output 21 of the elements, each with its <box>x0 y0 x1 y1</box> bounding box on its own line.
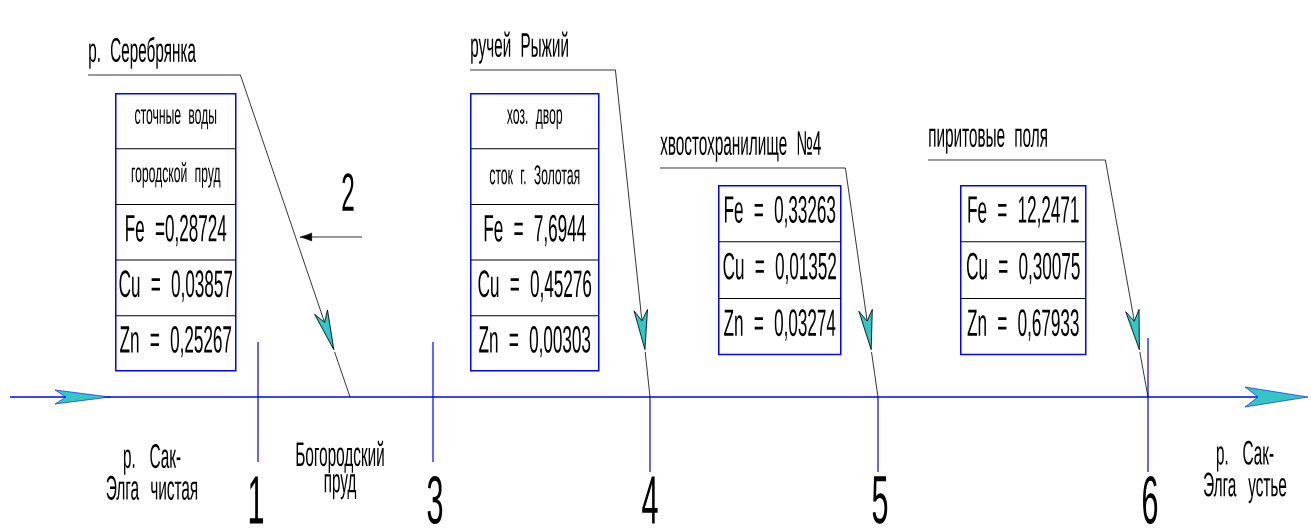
point-number: 4 <box>642 476 658 524</box>
data-table: хоз. двор сток г. Золотая Fe = 7,6944 Cu = 0,45276 Zn = 0,00303 <box>470 93 600 372</box>
data-table: Fe = 0,33263 Cu = 0,01352 Zn = 0,03274 <box>718 185 842 356</box>
place-label: Богородский пруд <box>296 440 384 500</box>
leader-label: пиритовые поля <box>929 128 1047 154</box>
point-number: 3 <box>427 475 443 525</box>
data-table: сточные воды городской пруд Fe =0,28724 Cu = 0,03857 Zn = 0,25267 <box>115 93 237 372</box>
point-number: 1 <box>249 476 264 524</box>
leader-arrow <box>87 74 335 351</box>
place-label: р. Сак-Элга устье <box>1203 440 1287 504</box>
point-number: 6 <box>1143 475 1158 525</box>
leader-label: ручей Рыжий <box>471 31 568 64</box>
leader-arrow <box>659 167 873 351</box>
leader-arrow <box>927 159 1140 351</box>
point-number: 2 <box>342 173 354 211</box>
leader-label: хвостохранилище №4 <box>660 131 821 162</box>
leader-label: р. Серебрянка <box>89 36 196 69</box>
leader-arrow <box>469 69 648 351</box>
data-table: Fe = 12,2471 Cu = 0,30075 Zn = 0,67933 <box>960 185 1087 356</box>
point-number: 5 <box>872 476 888 524</box>
place-label: р. Сак-Элга чистая <box>106 444 198 500</box>
